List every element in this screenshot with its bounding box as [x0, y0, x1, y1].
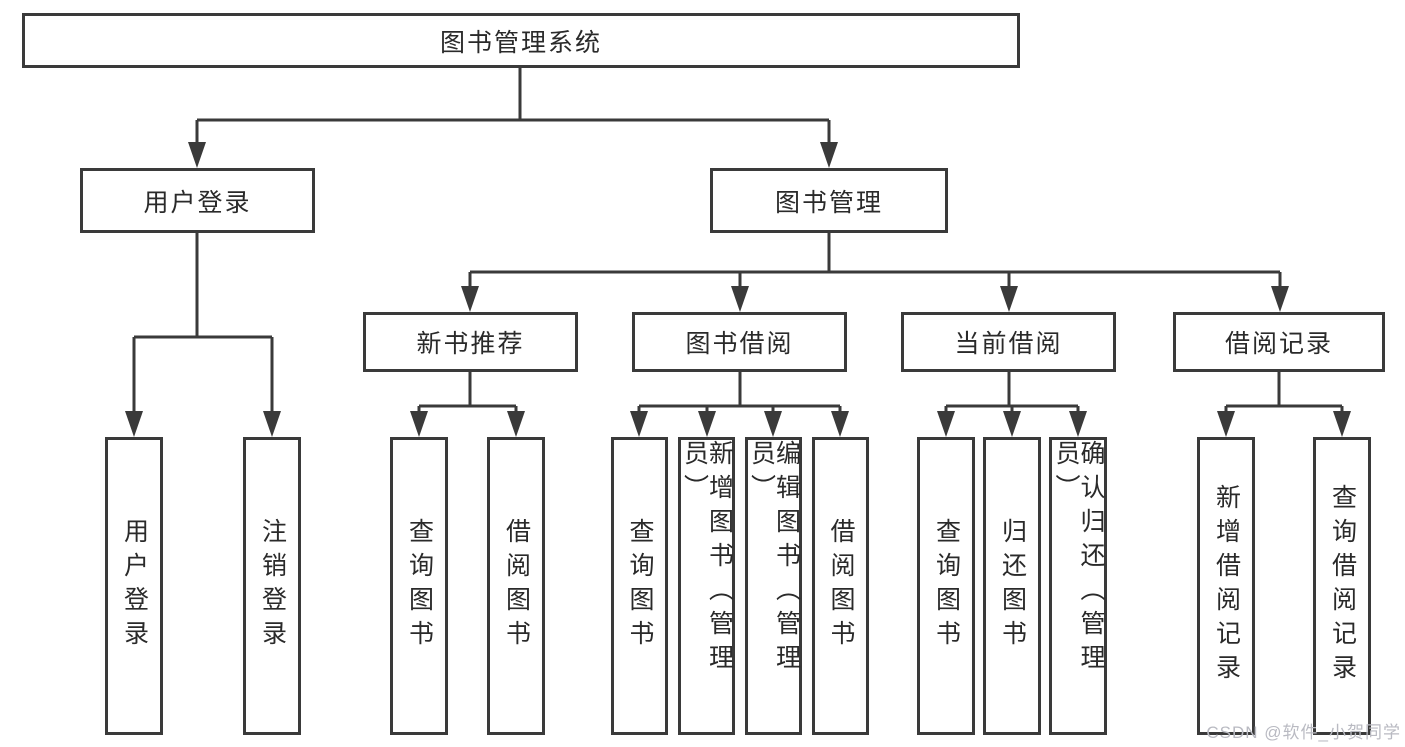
node-root: 图书管理系统: [22, 13, 1020, 68]
leaf-confirm-return-admin-label: 确认归还（管理员）: [1052, 440, 1105, 678]
csdn-watermark: CSDN @软件_小贺同学: [1206, 723, 1401, 742]
node-new-book-recommend: 新书推荐: [363, 312, 578, 372]
leaf-query-books-borrowing: 查询图书: [611, 437, 668, 735]
node-new-book-recommend-label: 新书推荐: [416, 330, 525, 358]
leaf-user-login: 用户登录: [105, 437, 163, 735]
leaf-return-books-label: 归还图书: [998, 518, 1027, 654]
leaf-borrow-books-recommend: 借阅图书: [487, 437, 545, 735]
leaf-add-borrow-record: 新增借阅记录: [1197, 437, 1255, 735]
leaf-edit-books-admin-label: 编辑图书（管理员）: [747, 440, 801, 678]
leaf-edit-books-admin: 编辑图书（管理员）: [745, 437, 802, 735]
leaf-query-books-recommend: 查询图书: [390, 437, 448, 735]
leaf-query-borrow-record: 查询借阅记录: [1313, 437, 1371, 735]
leaf-add-borrow-record-label: 新增借阅记录: [1212, 484, 1241, 688]
node-root-label: 图书管理系统: [439, 28, 602, 57]
leaf-query-books-borrowing-label: 查询图书: [626, 518, 654, 654]
leaf-borrow-books-recommend-label: 借阅图书: [502, 518, 531, 654]
node-book-borrowing-label: 图书借阅: [685, 330, 794, 358]
leaf-logout-login: 注销登录: [243, 437, 301, 735]
node-current-borrowing-label: 当前借阅: [954, 330, 1063, 358]
leaf-query-books-recommend-label: 查询图书: [405, 518, 434, 654]
leaf-borrow-books-borrowing-label: 借阅图书: [827, 518, 855, 654]
node-user-login-label: 用户登录: [143, 188, 252, 217]
leaf-query-books-current-label: 查询图书: [932, 518, 961, 654]
leaf-return-books: 归还图书: [983, 437, 1041, 735]
leaf-query-borrow-record-label: 查询借阅记录: [1328, 484, 1357, 688]
leaf-confirm-return-admin: 确认归还（管理员）: [1049, 437, 1107, 735]
node-book-borrowing: 图书借阅: [632, 312, 847, 372]
leaf-add-books-admin: 新增图书（管理员）: [678, 437, 735, 735]
node-book-management-label: 图书管理: [774, 188, 883, 217]
node-borrowing-records-label: 借阅记录: [1224, 330, 1333, 358]
leaf-logout-login-label: 注销登录: [258, 518, 287, 654]
leaf-query-books-current: 查询图书: [917, 437, 975, 735]
leaf-user-login-label: 用户登录: [120, 518, 149, 654]
node-user-login: 用户登录: [80, 168, 315, 233]
node-borrowing-records: 借阅记录: [1173, 312, 1385, 372]
node-current-borrowing: 当前借阅: [901, 312, 1116, 372]
leaf-add-books-admin-label: 新增图书（管理员）: [680, 440, 734, 678]
leaf-borrow-books-borrowing: 借阅图书: [812, 437, 869, 735]
node-book-management: 图书管理: [710, 168, 948, 233]
